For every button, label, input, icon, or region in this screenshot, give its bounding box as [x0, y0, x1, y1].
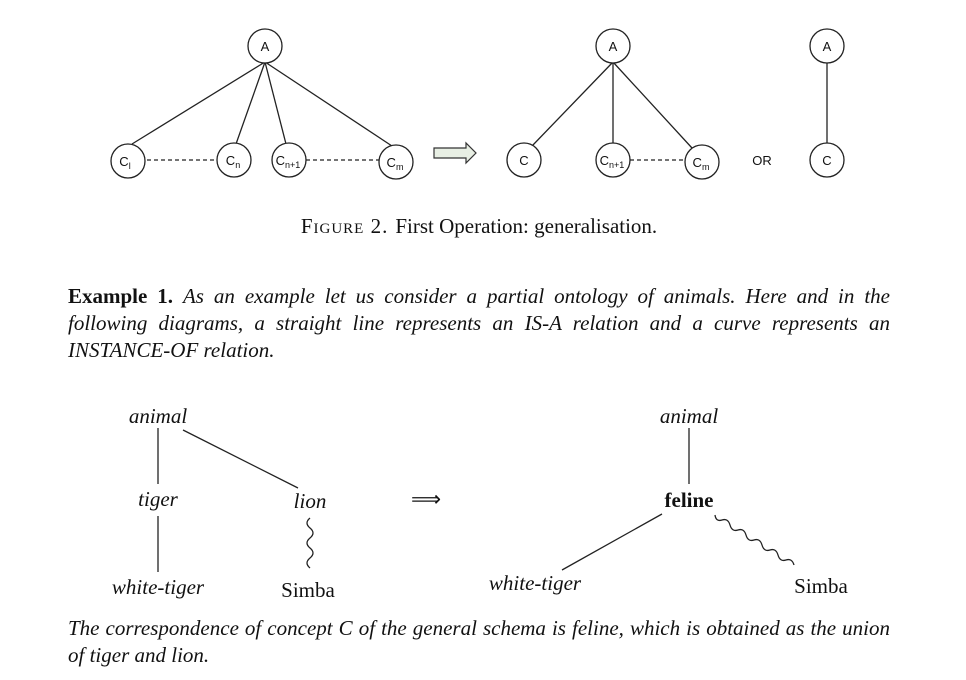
node-c-n-plus-1-right	[595, 142, 631, 178]
figure-caption: Figure 2.First Operation: generalisation…	[301, 214, 657, 238]
node-c-l	[110, 143, 146, 179]
svg-text:Cm: Cm	[387, 155, 404, 172]
left-simba-label: Simba	[281, 578, 335, 602]
node-c-l-sub: l	[129, 161, 131, 171]
example-paragraph: Example 1. As an example let us consider…	[68, 283, 890, 364]
node-a	[247, 28, 283, 64]
node-c-alt	[809, 142, 845, 178]
node-c-m-sub: m	[396, 162, 404, 172]
closing-paragraph: The correspondence of concept C of the g…	[68, 615, 890, 669]
left-lion-label: lion	[294, 489, 327, 513]
node-c-m-main: C	[387, 155, 396, 170]
figure-caption-label: Figure 2.	[301, 214, 389, 238]
node-c-n	[216, 142, 252, 178]
node-c-m-right-main: C	[693, 155, 702, 170]
right-simba-label: Simba	[794, 574, 848, 598]
node-c-m-right-sub: m	[702, 162, 710, 172]
or-label: OR	[752, 153, 772, 168]
closing-text: The correspondence of concept C of the g…	[68, 616, 890, 667]
figure-caption-text: First Operation: generalisation.	[395, 214, 657, 238]
svg-text:Cn: Cn	[226, 153, 240, 170]
node-a-right-label: A	[609, 39, 618, 54]
node-a-alt	[809, 28, 845, 64]
svg-text:Cn+1: Cn+1	[276, 153, 301, 170]
node-a-alt-label: A	[823, 39, 832, 54]
node-c-n-sub: n	[235, 160, 240, 170]
node-c-m-right	[684, 144, 720, 180]
right-white-tiger-label: white-tiger	[489, 571, 582, 595]
left-tiger-label: tiger	[138, 487, 178, 511]
example-lead: Example 1.	[68, 284, 174, 308]
ontology-right: animal feline white-tiger Simba	[489, 404, 849, 598]
node-c-n-plus-1	[271, 142, 307, 178]
node-c-right	[506, 142, 542, 178]
right-animal-label: animal	[660, 404, 719, 428]
node-c-l-main: C	[119, 154, 128, 169]
implies-arrow-icon: ⟹	[411, 487, 441, 511]
ontology-left: animal tiger lion white-tiger Simba	[112, 404, 336, 602]
right-feline-label: feline	[665, 488, 714, 512]
svg-text:Cl: Cl	[119, 154, 130, 171]
node-c-n-main: C	[226, 153, 235, 168]
node-c-m	[378, 144, 414, 180]
node-c-n1-right-sub: n+1	[609, 160, 624, 170]
node-c-right-label: C	[519, 153, 528, 168]
node-c-n1-sub: n+1	[285, 160, 300, 170]
example-body: As an example let us consider a partial …	[68, 284, 890, 362]
node-c-alt-label: C	[822, 153, 831, 168]
figure2-right-tree: A C Cn+1 Cm	[506, 28, 720, 180]
node-c-n1-main: C	[276, 153, 285, 168]
node-a-label: A	[261, 39, 270, 54]
transform-arrow-icon	[433, 141, 477, 165]
left-white-tiger-label: white-tiger	[112, 575, 205, 599]
figure2-alt-tree: A C	[809, 28, 845, 178]
svg-text:Cm: Cm	[693, 155, 710, 172]
figure2-left-tree: A Cl Cn Cn+1 Cm	[110, 28, 414, 180]
node-c-n1-right-main: C	[600, 153, 609, 168]
left-animal-label: animal	[129, 404, 188, 428]
node-a-right	[595, 28, 631, 64]
svg-text:Cn+1: Cn+1	[600, 153, 625, 170]
